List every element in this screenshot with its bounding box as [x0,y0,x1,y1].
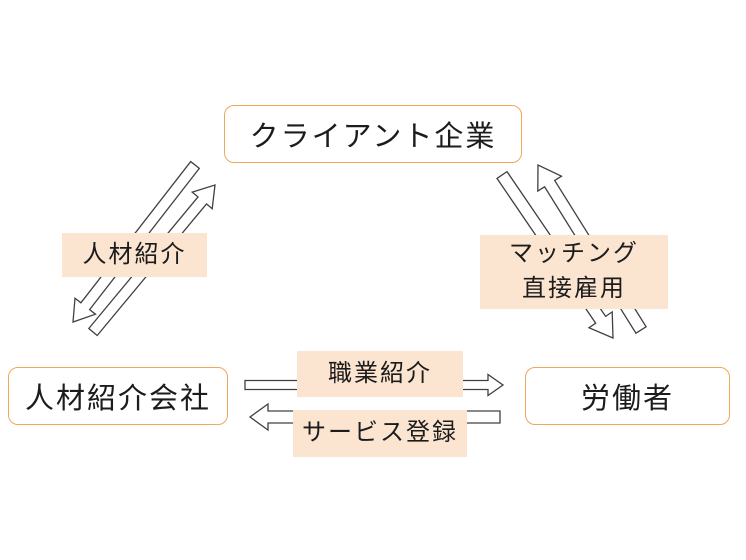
edge-label-matching: マッチング直接雇用 [480,235,668,309]
node-worker: 労働者 [525,367,730,425]
node-client-label: クライアント企業 [249,121,497,153]
edge-label-referral-line-1: 人材紹介 [82,240,187,268]
edge-label-service-reg: サービス登録 [293,410,467,457]
edge-label-job-intro: 職業紹介 [297,351,463,397]
node-agency-label: 人材紹介会社 [24,383,211,415]
edge-label-service-reg-line-1: サービス登録 [302,419,458,447]
node-agency: 人材紹介会社 [8,367,228,425]
edge-label-matching-line-2: 直接雇用 [522,275,626,302]
edge-label-matching-line-1: マッチング [509,240,639,268]
edge-label-job-intro-line-1: 職業紹介 [328,359,432,387]
edge-label-referral: 人材紹介 [62,233,207,277]
node-worker-label: 労働者 [580,383,674,415]
node-client: クライアント企業 [224,105,522,163]
